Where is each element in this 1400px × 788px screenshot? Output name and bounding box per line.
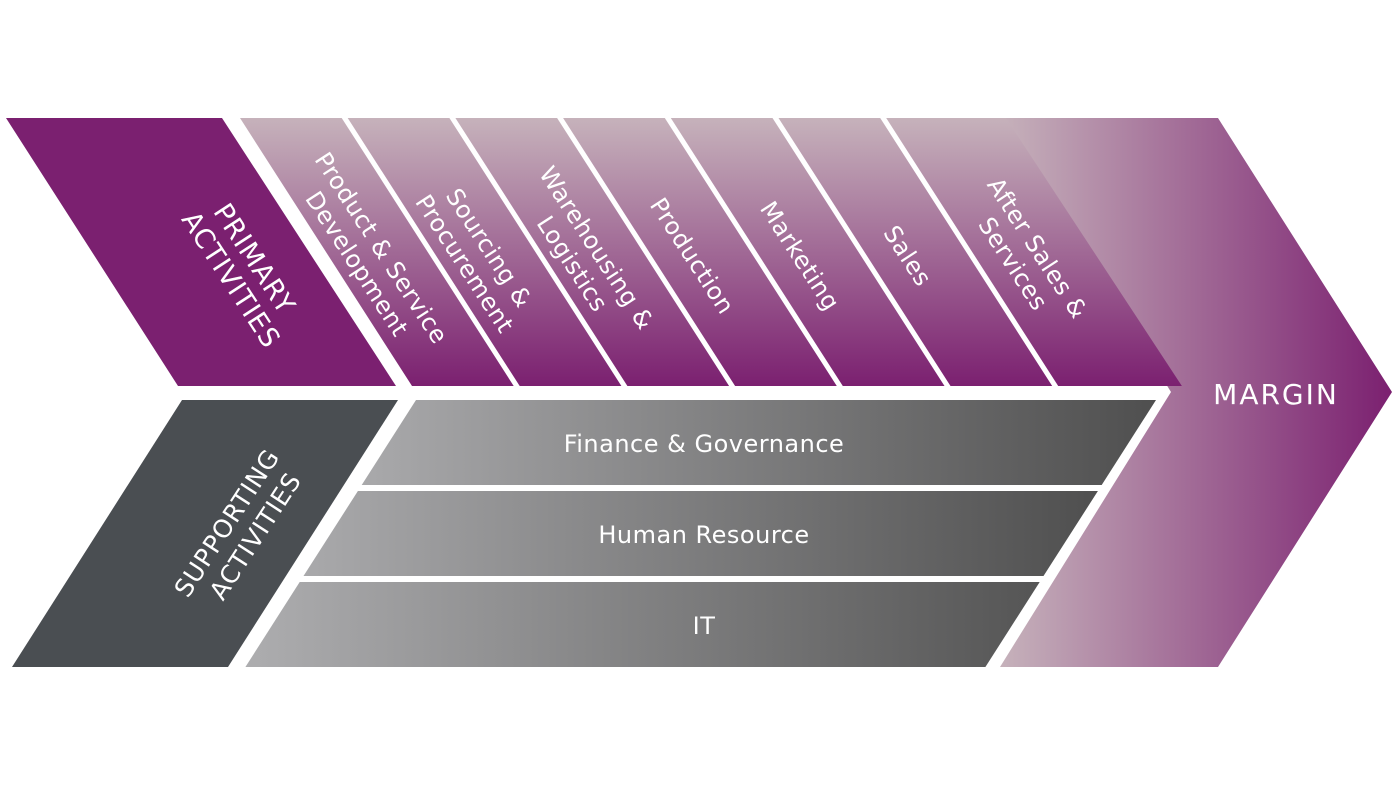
supporting-band-label-2: Human Resource [598, 521, 809, 549]
supporting-band-label-3: IT [693, 612, 716, 640]
primary-step-2 [347, 118, 622, 386]
primary-step-3 [455, 118, 730, 386]
primary-step-4 [563, 118, 837, 386]
primary-heading-shape [6, 118, 396, 386]
supporting-band-3 [245, 582, 1040, 667]
supporting-heading-shape [12, 400, 398, 667]
primary-step-6 [778, 118, 1053, 386]
primary-step-7 [886, 118, 1182, 386]
margin-label: MARGIN [1213, 378, 1339, 411]
supporting-band-1 [361, 400, 1156, 485]
primary-step-1 [240, 118, 514, 386]
supporting-band-2 [303, 491, 1098, 576]
supporting-band-label-1: Finance & Governance [564, 430, 845, 458]
primary-step-5 [670, 118, 945, 386]
primary-activities-block: PRIMARY ACTIVITIES [6, 118, 396, 386]
margin-arrow [1000, 118, 1392, 667]
